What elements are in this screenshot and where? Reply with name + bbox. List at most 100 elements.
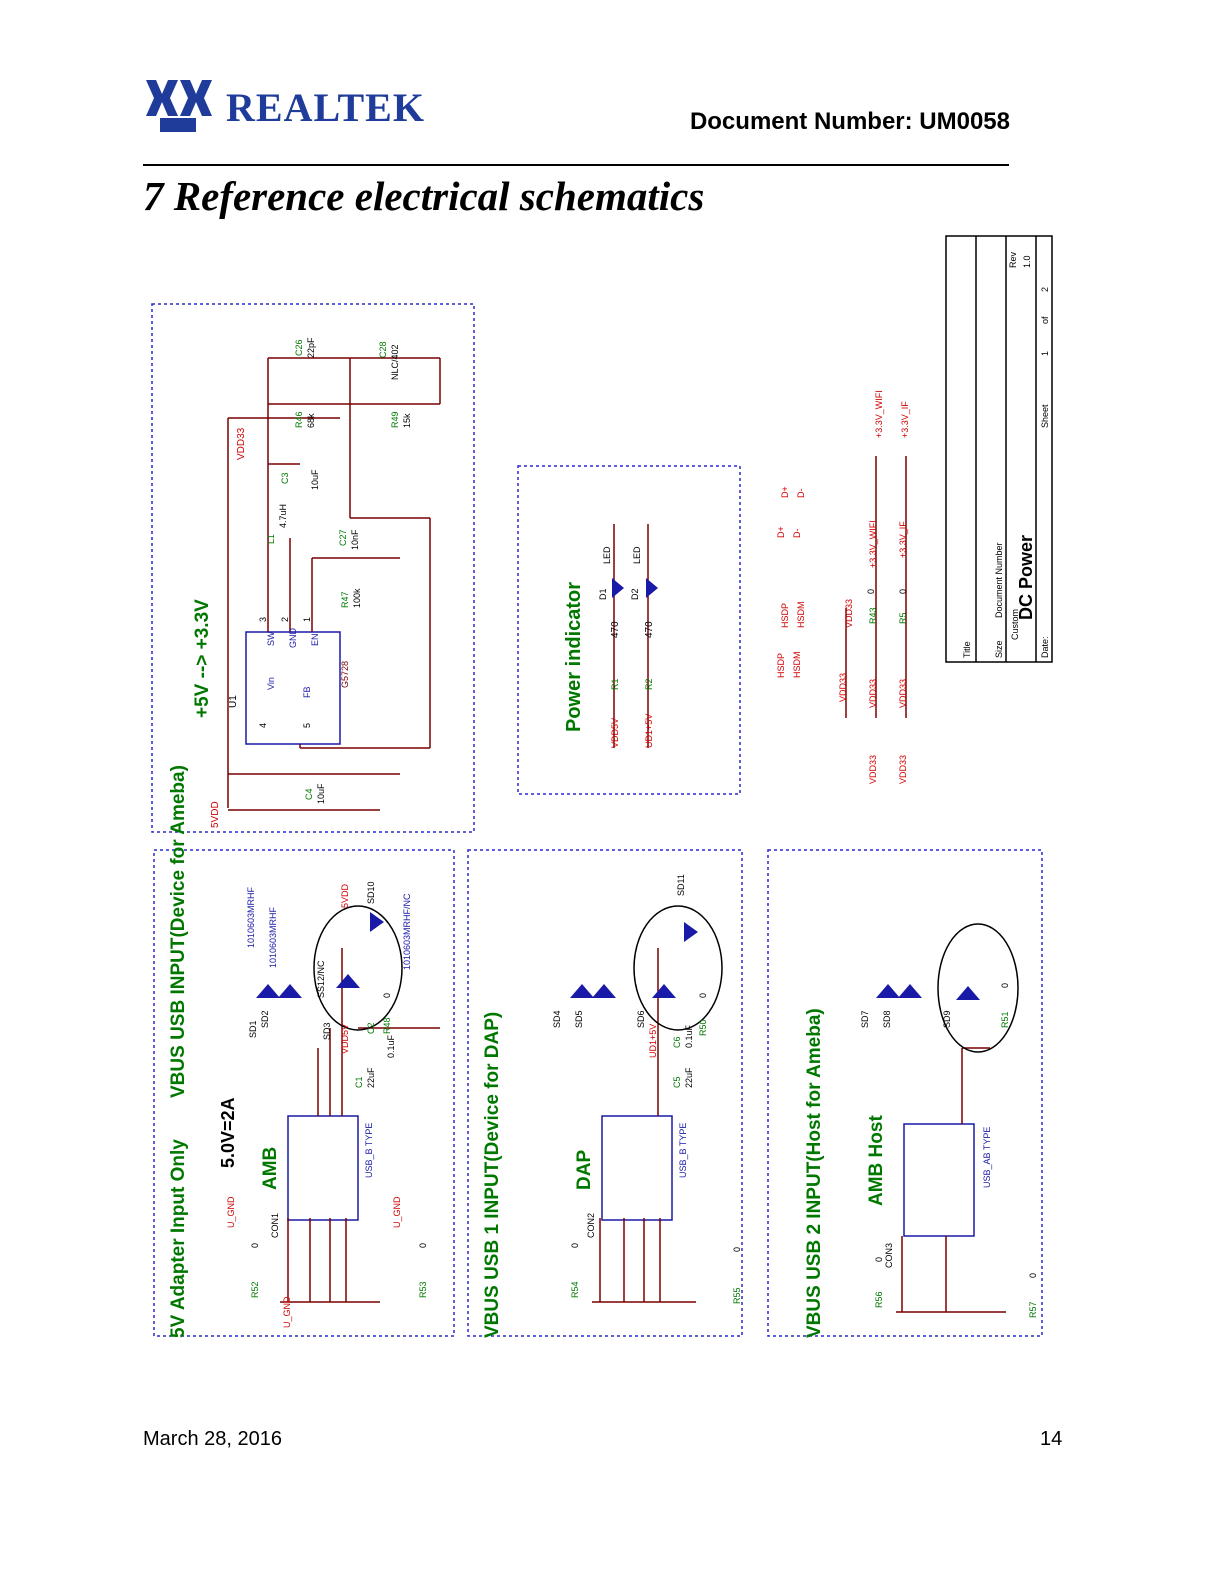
schematic-label-power-indicator-d2-type: LED (632, 546, 642, 564)
title-block (945, 235, 1053, 663)
schematic-label-net-labels-vdd33: VDD33 (898, 679, 908, 708)
schematic-label-dc-block-c4-val: 10uF (316, 783, 326, 804)
schematic-label-usb-adapter-ugnd: U_GND (226, 1196, 236, 1228)
con1-body (287, 1115, 359, 1221)
schematic-label-net-labels-hsdp: HSDP (776, 653, 786, 678)
schematic-label-usb-host-tag: AMB Host (866, 1115, 887, 1206)
schematic-label-usb-host-r56-val: 0 (874, 1257, 884, 1262)
schematic-label-usb-dap-r50-val: 0 (698, 993, 708, 998)
schematic-label-net-labels-dplus: D+ (776, 526, 786, 538)
schematic-label-usb-host-sd9: SD9 (942, 1010, 952, 1028)
schematic-label-usb-host-con: CON3 (884, 1243, 894, 1268)
schematic-label-usb-adapter-tag: AMB (260, 1147, 281, 1190)
schematic-label-dc-block-c26-val: 22pF (306, 337, 316, 358)
schematic-label-title-block-sheet-num: 1 (1040, 351, 1050, 356)
schematic-label-usb-host-r57: R57 (1028, 1301, 1038, 1318)
schematic-label-dc-block-pin-numbers-1: 3 (258, 617, 268, 622)
schematic-label-power-indicator-net2: UD1+5V (644, 714, 654, 748)
schematic-label-usb-dap-r54: R54 (570, 1281, 580, 1298)
schematic-label-usb-adapter-5vdd: 5VDD (340, 883, 350, 908)
schematic-label-net-labels-vdd33: VDD33 (844, 599, 854, 628)
schematic-label-usb-dap-sd6: SD6 (636, 1010, 646, 1028)
schematic-label-usb-dap-c6-val: 0.1uF (684, 1024, 694, 1048)
schematic-label-dc-block-pin-numbers-3: 1 (302, 617, 312, 622)
host-usb-frame (767, 849, 1043, 1337)
schematic-label-usb-adapter-ugnd: U_GND (392, 1196, 402, 1228)
schematic-label-dc-block-c3-val: 10uF (310, 469, 320, 490)
schematic-label-usb-dap-r54-val: 0 (570, 1243, 580, 1248)
schematic-label-title-block-of-label: of (1040, 316, 1050, 324)
schematic-label-net-labels-vdd33: VDD33 (868, 679, 878, 708)
schematic-label-dc-block-r49: R49 (390, 411, 400, 428)
schematic-label-dc-block-pins-2: GND (288, 628, 298, 649)
schematic-label-usb-dap-c5: C5 (672, 1076, 682, 1088)
schematic-label-usb-host-sd8: SD8 (882, 1010, 892, 1028)
schematic-label-dc-block-ic: G5728 (340, 661, 350, 688)
schematic-label-dc-block-r49-val: 15k (402, 413, 412, 428)
schematic-label-usb-adapter-sd2: SD2 (260, 1010, 270, 1028)
schematic-label-net-labels-dminus: D- (792, 529, 802, 539)
schematic-label-title-block-docnum-label: Document Number (994, 542, 1004, 618)
schematic-label-usb-host-r51: R51 (1000, 1011, 1010, 1028)
schematic-label-usb-host-r51-val: 0 (1000, 983, 1010, 988)
schematic-label-usb-dap-con: CON2 (586, 1213, 596, 1238)
schematic-label-usb-adapter-c2-val: 0.1uF (386, 1034, 396, 1058)
schematic-label-title-block-size-label: Size (994, 640, 1004, 658)
schematic-label-dc-block-r46-val: 68k (306, 413, 316, 428)
schematic-label-dc-block-pins-3: EN (310, 633, 320, 646)
schematic-label-usb-adapter-tvs: 1010603MRHF (246, 886, 256, 948)
schematic-label-usb-dap-r50: R50 (698, 1019, 708, 1036)
schematic-label-net-labels-r5: R5 (898, 612, 908, 624)
schematic-label-net-labels-if: +3.3V_IF (900, 401, 910, 438)
schematic-label-usb-adapter-tvs: 1010603MRHF (268, 906, 278, 968)
schematic-label-power-indicator-r1-val: 470 (610, 621, 621, 638)
schematic-label-dc-block-pin-numbers-4: 5 (302, 723, 312, 728)
schematic-label-title-block-docnum-value: DC Power (1016, 535, 1036, 620)
schematic-label-net-labels-hsdp: HSDP (780, 603, 790, 628)
schematic-label-usb-adapter-con-type: USB_B TYPE (364, 1123, 374, 1178)
schematic-label-usb-dap-r55: R55 (732, 1287, 742, 1304)
schematic-label-power-indicator-title: Power indicator (563, 582, 585, 732)
schematic-label-net-labels-vdd33: VDD33 (868, 755, 878, 784)
schematic-label-usb-adapter-c2: C2 (366, 1022, 376, 1034)
schematic-label-usb-dap-sd4: SD4 (552, 1010, 562, 1028)
power-indicator-frame (517, 465, 741, 795)
schematic-label-dc-block-l1: L1 (266, 534, 276, 544)
schematic-label-usb-adapter-c1-val: 22uF (366, 1067, 376, 1088)
footer-date: March 28, 2016 (143, 1428, 282, 1450)
schematic-label-net-labels-dplus: D+ (780, 486, 790, 498)
u1-ic-body (245, 631, 341, 745)
realtek-logo-icon (146, 80, 212, 132)
schematic-label-title-block-date-label: Date: (1040, 636, 1050, 658)
schematic-label-power-indicator-d1-type: LED (602, 546, 612, 564)
schematic-label-usb-host-con-type: USB_AB TYPE (982, 1127, 992, 1188)
schematic-label-power-indicator-d1: D1 (598, 588, 608, 600)
schematic-label-usb-adapter-r52-val: 0 (250, 1243, 260, 1248)
schematic-label-title-block-rev-value: 1.0 (1022, 255, 1032, 268)
schematic-label-power-indicator-r2: R2 (644, 678, 654, 690)
dap-usb-frame (467, 849, 743, 1337)
schematic-label-dc-block-l1-val: 4.7uH (278, 504, 288, 528)
schematic-label-dc-block-input-net: 5VDD (210, 801, 221, 828)
schematic-label-dc-block-pins-0: Vin (266, 677, 276, 690)
schematic-label-net-labels-r5-val: 0 (898, 589, 908, 594)
schematic-label-dc-block-pins-1: SW (266, 631, 276, 646)
schematic-label-dc-block-output-net: VDD33 (236, 427, 247, 460)
schematic-label-net-labels-hsdm: HSDM (796, 602, 806, 629)
schematic-label-power-indicator-d2: D2 (630, 588, 640, 600)
schematic-label-usb-dap-c5-val: 22uF (684, 1067, 694, 1088)
schematic-label-usb-adapter-sd1: SD1 (248, 1020, 258, 1038)
schematic-label-net-labels-r43-val: 0 (866, 589, 876, 594)
schematic-label-usb-dap-title: VBUS USB 1 INPUT(Device for DAP) (482, 1012, 503, 1338)
schematic-label-usb-adapter-r48: R48 (382, 1017, 392, 1034)
schematic-label-dc-block-r47-val: 100k (352, 588, 362, 608)
con2-body (601, 1115, 673, 1221)
schematic-label-dc-block-c27-val: 10nF (350, 529, 360, 550)
schematic-label-usb-adapter-tvs-nc: 1010603MRHF/NC (402, 893, 412, 970)
schematic-label-title-block-sheet-total: 2 (1040, 287, 1050, 292)
schematic-label-dc-block-pin-numbers-2: 2 (280, 617, 290, 622)
schematic-label-dc-block-r47: R47 (340, 591, 350, 608)
schematic-label-dc-block-c28: C28 (378, 341, 388, 358)
schematic-label-usb-host-r56: R56 (874, 1291, 884, 1308)
